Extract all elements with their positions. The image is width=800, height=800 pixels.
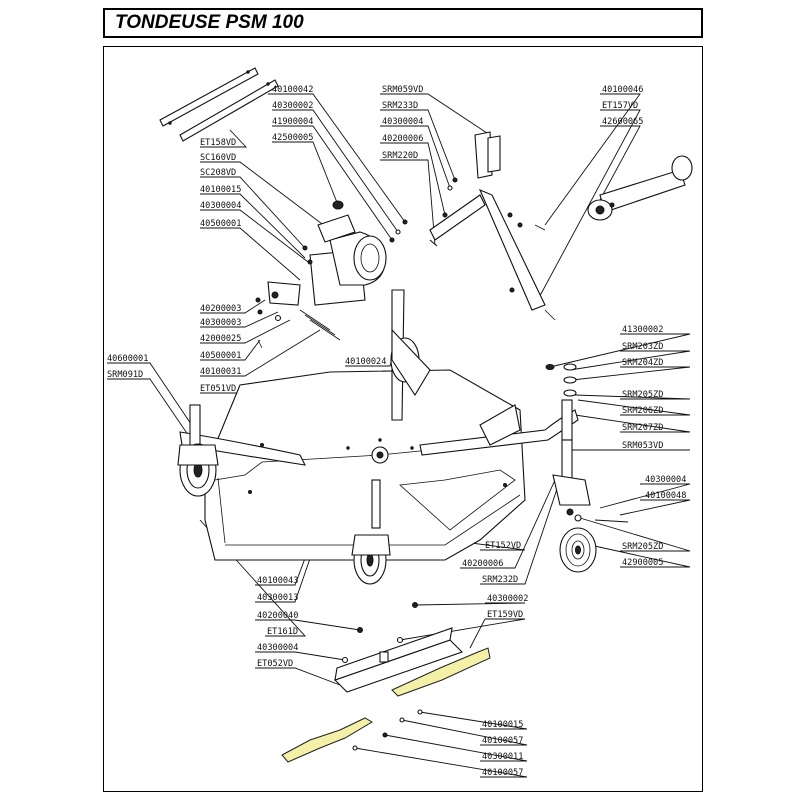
label-ET159VD: ET159VD bbox=[487, 610, 523, 620]
label-40200006: 40200006 bbox=[382, 134, 423, 144]
label-SRM059VD: SRM059VD bbox=[382, 85, 423, 95]
drawing-frame bbox=[103, 46, 703, 792]
label-40200040: 40200040 bbox=[257, 611, 298, 621]
label-SRM204ZD: SRM204ZD bbox=[622, 358, 663, 368]
label-40300004-c: 40300004 bbox=[645, 475, 686, 485]
pto-shaft bbox=[587, 155, 693, 221]
label-40100043: 40100043 bbox=[257, 576, 298, 586]
label-42900005: 42900005 bbox=[622, 558, 663, 568]
label-40600001: 40600001 bbox=[107, 354, 148, 364]
label-40100057: 40100057 bbox=[482, 736, 523, 746]
label-40100042: 40100042 bbox=[272, 85, 313, 95]
label-ET157VD: ET157VD bbox=[602, 101, 638, 111]
hitch-link-arms bbox=[429, 131, 556, 321]
label-ET158VD: ET158VD bbox=[200, 138, 236, 148]
front-caster-wheel bbox=[351, 479, 391, 585]
part-labels: ET158VD 40100042 40300002 41900004 42500… bbox=[107, 85, 686, 778]
label-SRM205ZD-b: SRM205ZD bbox=[622, 542, 663, 552]
brace-rods bbox=[159, 67, 279, 142]
label-40300011: 40300011 bbox=[482, 752, 523, 762]
label-40300004-b: 40300004 bbox=[382, 117, 423, 127]
blade-lower bbox=[281, 717, 373, 763]
label-SC208VD: SC208VD bbox=[200, 168, 236, 178]
mower-blades[interactable] bbox=[281, 647, 491, 763]
label-SRM205ZD: SRM205ZD bbox=[622, 390, 663, 400]
gearbox-assembly bbox=[255, 200, 387, 349]
small-fasteners-top bbox=[389, 219, 408, 243]
label-SRM091D: SRM091D bbox=[107, 370, 143, 380]
right-wheel-assembly bbox=[545, 363, 629, 573]
label-SC160VD: SC160VD bbox=[200, 153, 236, 163]
label-40500001: 40500001 bbox=[200, 219, 241, 229]
label-SRM232D: SRM232D bbox=[482, 575, 518, 585]
label-SRM220D: SRM220D bbox=[382, 151, 418, 161]
label-40300002-b: 40300002 bbox=[487, 594, 528, 604]
label-40300004: 40300004 bbox=[200, 201, 241, 211]
label-42000025: 42000025 bbox=[200, 334, 241, 344]
label-40300013: 40300013 bbox=[257, 593, 298, 603]
label-41300002: 41300002 bbox=[622, 325, 663, 335]
label-SRM233D: SRM233D bbox=[382, 101, 418, 111]
label-ET051VD: ET051VD bbox=[200, 384, 236, 394]
label-40100048: 40100048 bbox=[645, 491, 686, 501]
label-41900004: 41900004 bbox=[272, 117, 313, 127]
blade-et159vd bbox=[391, 647, 491, 697]
label-40100057-b: 40100057 bbox=[482, 768, 523, 778]
label-SRM206ZD: SRM206ZD bbox=[622, 406, 663, 416]
mower-deck bbox=[204, 369, 526, 561]
label-40100046: 40100046 bbox=[602, 85, 643, 95]
label-40200006-b: 40200006 bbox=[462, 559, 503, 569]
label-ET161D: ET161D bbox=[267, 627, 298, 637]
label-40100031: 40100031 bbox=[200, 367, 241, 377]
label-40300003: 40300003 bbox=[200, 318, 241, 328]
label-42600065: 42600065 bbox=[602, 117, 643, 127]
label-ET152VD: ET152VD bbox=[485, 541, 521, 551]
label-SRM203ZD: SRM203ZD bbox=[622, 342, 663, 352]
label-ET052VD: ET052VD bbox=[257, 659, 293, 669]
rear-caster-wheel bbox=[390, 289, 521, 446]
label-40500001-b: 40500001 bbox=[200, 351, 241, 361]
label-40100024: 40100024 bbox=[345, 357, 386, 367]
left-caster-wheel bbox=[177, 404, 219, 497]
label-40100015-b: 40100015 bbox=[482, 720, 523, 730]
label-40300002: 40300002 bbox=[272, 101, 313, 111]
label-SRM053VD: SRM053VD bbox=[622, 441, 663, 451]
title-box: TONDEUSE PSM 100 bbox=[103, 8, 703, 38]
label-40200003: 40200003 bbox=[200, 304, 241, 314]
label-SRM207ZD: SRM207ZD bbox=[622, 423, 663, 433]
blade-carrier bbox=[333, 602, 464, 751]
page-title: TONDEUSE PSM 100 bbox=[115, 12, 304, 33]
label-40100015: 40100015 bbox=[200, 185, 241, 195]
label-40300004-d: 40300004 bbox=[257, 643, 298, 653]
label-42500005: 42500005 bbox=[272, 133, 313, 143]
